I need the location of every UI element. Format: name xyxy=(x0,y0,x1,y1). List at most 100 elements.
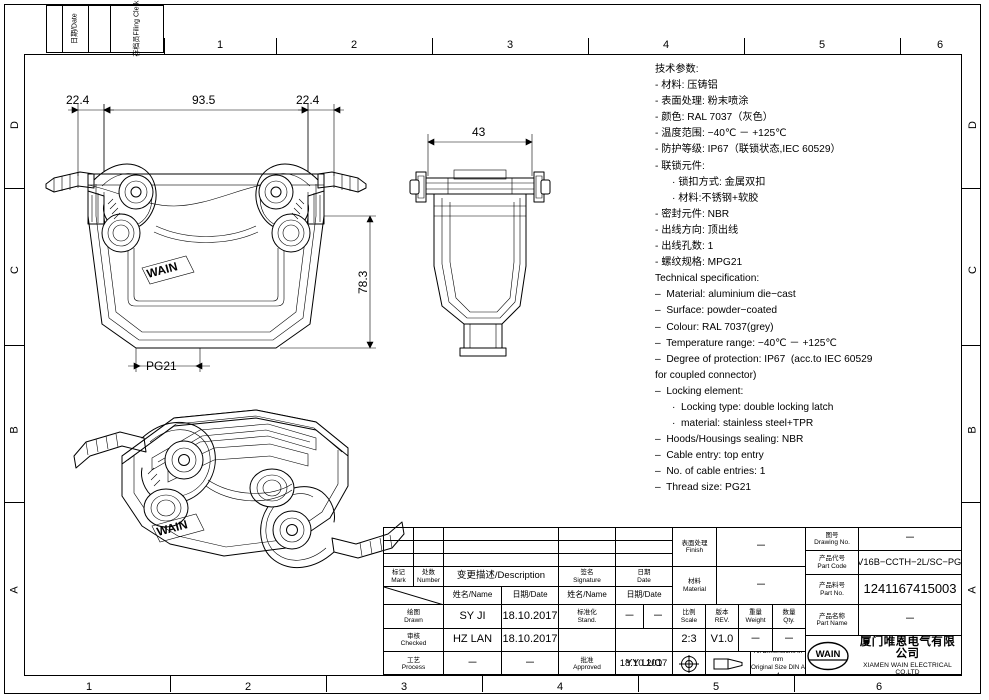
spec-line-8: · 材料:不锈钢+软胶 xyxy=(672,192,759,204)
approval-header-date-1: 日期/Date xyxy=(502,587,559,605)
view-isometric-hood: WAIN xyxy=(73,409,405,569)
dim-pg21 xyxy=(128,348,210,372)
dimension-note-line1: All Dimensions in mm xyxy=(754,652,802,664)
approval-diag-left xyxy=(384,587,444,605)
filing-clerk-label: 存档员Filing Clerk xyxy=(133,0,141,58)
spec-line-26: – Thread size: PG21 xyxy=(655,482,752,494)
zone-top-4: 4 xyxy=(662,39,670,51)
spec-line-21: · Locking type: double locking latch xyxy=(672,401,834,413)
zone-top-5: 5 xyxy=(818,39,826,51)
spec-line-17: – Temperature range: −40℃ － +125℃ xyxy=(655,337,837,349)
zone-left-a: A xyxy=(9,586,21,594)
zone-bottom-1: 1 xyxy=(85,681,93,693)
rev-row1-desc xyxy=(444,528,559,541)
rev-row3-number xyxy=(414,554,444,567)
approval-name-drawn: SY JI xyxy=(444,605,502,629)
dim-label-pg21: PG21 xyxy=(146,359,177,373)
prop-rev-value: V1.0 xyxy=(706,629,739,652)
rev-row1-mark xyxy=(384,528,414,541)
approval-header-name-2: 姓名/Name xyxy=(559,587,616,605)
dimension-note-line2: Original Size DIN A 4 xyxy=(751,664,805,676)
id-part-no-value: 1241167415003 xyxy=(859,575,961,605)
latch-left xyxy=(45,163,157,253)
zone-bottom-2: 2 xyxy=(244,681,252,693)
latch-right xyxy=(255,163,367,253)
dim-label-43: 43 xyxy=(472,125,486,139)
rev-row3-sign xyxy=(559,554,616,567)
spec-line-19: for coupled connector) xyxy=(655,369,757,381)
view-front-hood: WAIN xyxy=(45,163,367,349)
dim-label-93-5: 93.5 xyxy=(192,93,216,107)
first-angle-symbol-icon xyxy=(679,655,699,673)
prop-qty-value: － xyxy=(773,629,806,652)
zone-right-a: A xyxy=(967,586,979,594)
rev-row1-number xyxy=(414,528,444,541)
company-block: WAIN 厦门唯恩电气有限公司 XIAMEN WAIN ELECTRICAL C… xyxy=(806,636,961,676)
prop-weight-value: － xyxy=(739,629,773,652)
spec-line-9: - 密封元件: NBR xyxy=(655,208,730,220)
filing-cell-blank-1 xyxy=(47,6,63,52)
filing-cell-clerk: 存档员Filing Clerk xyxy=(111,1,163,57)
spec-line-4: - 温度范围: −40℃ － +125℃ xyxy=(655,128,787,140)
spec-line-22: · material: stainless steel+TPR xyxy=(672,418,814,430)
zone-bottom-4: 4 xyxy=(556,681,564,693)
spec-line-24: – Cable entry: top entry xyxy=(655,450,764,462)
spec-line-2: - 表面处理: 粉末喷涂 xyxy=(655,96,749,108)
rev-row2-desc xyxy=(444,541,559,554)
spec-line-18: – Degree of protection: IP67 (acc.to IEC… xyxy=(655,353,873,365)
id-part-name-value: － xyxy=(859,605,961,636)
spec-line-0: 技术参数: xyxy=(655,64,699,75)
technical-specification-text: 技术参数:- 材料: 压铸铝- 表面处理: 粉末喷涂- 颜色: RAL 7037… xyxy=(655,62,955,497)
spec-line-11: - 出线孔数: 1 xyxy=(655,241,714,253)
zone-right-d: D xyxy=(966,121,979,129)
rev-row1-date xyxy=(616,528,673,541)
dim-43 xyxy=(427,134,533,176)
sheet-trim-border xyxy=(4,4,981,694)
rev-row3-desc xyxy=(444,554,559,567)
projection-symbol-cone xyxy=(706,652,751,676)
approval-date-stand: － xyxy=(644,605,673,629)
filing-header-strip: 日期/Date 存档员Filing Clerk xyxy=(46,1,164,57)
zone-top-3: 3 xyxy=(506,39,514,51)
filing-cell-date: 日期/Date xyxy=(63,6,89,52)
zone-top-6: 6 xyxy=(936,39,944,51)
dim-label-22-4-right: 22.4 xyxy=(296,93,320,107)
zone-left-b: B xyxy=(9,426,21,434)
zone-right-b: B xyxy=(967,426,979,434)
approval-date-checked: 18.10.2017 xyxy=(502,629,559,652)
approval-name-process: － xyxy=(444,652,502,676)
rev-row2-sign xyxy=(559,541,616,554)
spec-line-25: – No. of cable entries: 1 xyxy=(655,466,766,478)
approval-name-approved: YY LUO xyxy=(616,652,673,676)
spec-line-16: – Colour: RAL 7037(grey) xyxy=(655,321,774,333)
view-side-hood xyxy=(409,169,551,357)
company-name-en: XIAMEN WAIN ELECTRICAL CO.LTD xyxy=(863,661,952,676)
rev-header-description: 变更描述/Description xyxy=(444,567,559,587)
rev-row3-date xyxy=(616,554,673,567)
dim-label-22-4-left: 22.4 xyxy=(66,93,90,107)
spec-line-6: - 联锁元件: xyxy=(655,160,705,172)
prop-material-value: － xyxy=(717,567,806,605)
approval-name-checked: HZ LAN xyxy=(444,629,502,652)
dim-93-5 xyxy=(103,104,309,172)
prop-finish-value: － xyxy=(717,528,806,567)
dim-label-78-3: 78.3 xyxy=(356,270,370,294)
zone-bottom-5: 5 xyxy=(712,681,720,693)
approval-name-blank xyxy=(616,629,673,652)
sheet-drawing-frame xyxy=(24,54,962,676)
rev-row1-sign xyxy=(559,528,616,541)
spec-line-7: · 锁扣方式: 金属双扣 xyxy=(672,176,766,188)
